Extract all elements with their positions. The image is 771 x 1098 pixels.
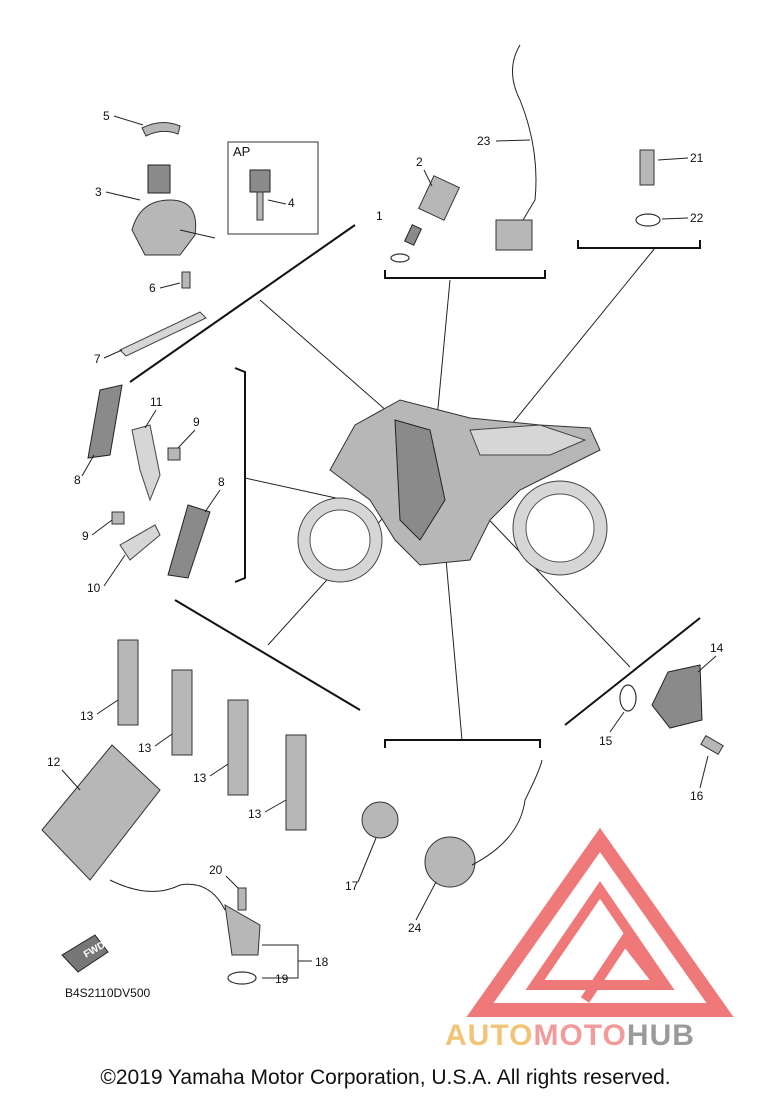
callout-21: 21 <box>690 151 704 165</box>
callout-13d: 13 <box>248 807 262 821</box>
diagram-code: B4S2110DV500 <box>65 986 151 1000</box>
callout-18: 18 <box>315 955 329 969</box>
callout-8b: 8 <box>218 475 225 489</box>
callout-16: 16 <box>690 789 704 803</box>
ecu-12 <box>41 744 161 881</box>
callout-5: 5 <box>103 109 110 123</box>
plate-7 <box>119 311 207 357</box>
copyright-notice: ©2019 Yamaha Motor Corporation, U.S.A. A… <box>100 1066 671 1089</box>
bracket-11 <box>131 424 161 502</box>
bolt-6 <box>181 271 191 289</box>
fwd-arrow-icon: FWD <box>61 934 109 973</box>
callout-13a: 13 <box>80 709 94 723</box>
callout-9b: 9 <box>82 529 89 543</box>
callout-22: 22 <box>690 211 704 225</box>
callout-6: 6 <box>149 281 156 295</box>
sensor-24 <box>424 836 476 888</box>
callouts: 1 2 3 4 5 6 7 8 8 9 9 10 11 12 13 13 13 … <box>47 109 724 986</box>
key-4 <box>249 169 271 221</box>
ignition-coils-13 <box>117 639 307 831</box>
callout-19: 19 <box>275 972 289 986</box>
motorcycle-illustration <box>297 399 608 583</box>
neutral-switch-2 <box>404 175 460 246</box>
inset-box <box>227 141 319 235</box>
connector-23 <box>495 219 533 251</box>
bolt-16 <box>700 734 724 756</box>
callout-24: 24 <box>408 921 422 935</box>
callout-3: 3 <box>95 185 102 199</box>
watermark-part2: MOTO <box>533 1019 626 1052</box>
callout-10: 10 <box>87 581 101 595</box>
nut-9b <box>111 511 125 525</box>
callout-20: 20 <box>209 863 223 877</box>
callout-9a: 9 <box>193 415 200 429</box>
lead-24 <box>471 759 543 866</box>
bracket-10 <box>119 524 161 561</box>
inset-label: AP <box>233 144 250 159</box>
callout-23: 23 <box>477 134 491 148</box>
sensor-lead <box>109 879 226 911</box>
main-switch-3 <box>131 164 216 256</box>
callout-13c: 13 <box>193 771 207 785</box>
callout-2: 2 <box>416 155 423 169</box>
callout-17: 17 <box>345 879 359 893</box>
automotohub-logo <box>466 827 734 1017</box>
gasket-22 <box>635 213 661 227</box>
lead-23 <box>512 44 537 226</box>
sensor-14 <box>651 664 703 729</box>
nut-9a <box>167 447 181 461</box>
watermark: AUTOMOTOHUB <box>445 1019 695 1052</box>
callout-11: 11 <box>150 395 163 409</box>
bolt-20 <box>237 887 247 911</box>
sensor-18 <box>224 904 261 956</box>
callout-1: 1 <box>376 209 383 223</box>
o-ring-15 <box>619 684 637 712</box>
cover-5 <box>141 122 181 137</box>
o-ring-1 <box>390 253 410 263</box>
sensor-17 <box>361 801 399 839</box>
callout-12: 12 <box>47 755 61 769</box>
callout-15: 15 <box>599 734 613 748</box>
callout-7: 7 <box>94 352 101 366</box>
watermark-part1: AUTO <box>445 1019 533 1052</box>
callout-13b: 13 <box>138 741 152 755</box>
sensor-21 <box>639 149 655 186</box>
callout-4: 4 <box>288 196 295 210</box>
callout-14: 14 <box>710 641 724 655</box>
relay-8a <box>87 384 123 459</box>
watermark-part3: HUB <box>627 1019 695 1052</box>
callout-8a: 8 <box>74 473 81 487</box>
o-ring-19 <box>227 971 257 985</box>
relay-8b <box>167 504 211 579</box>
